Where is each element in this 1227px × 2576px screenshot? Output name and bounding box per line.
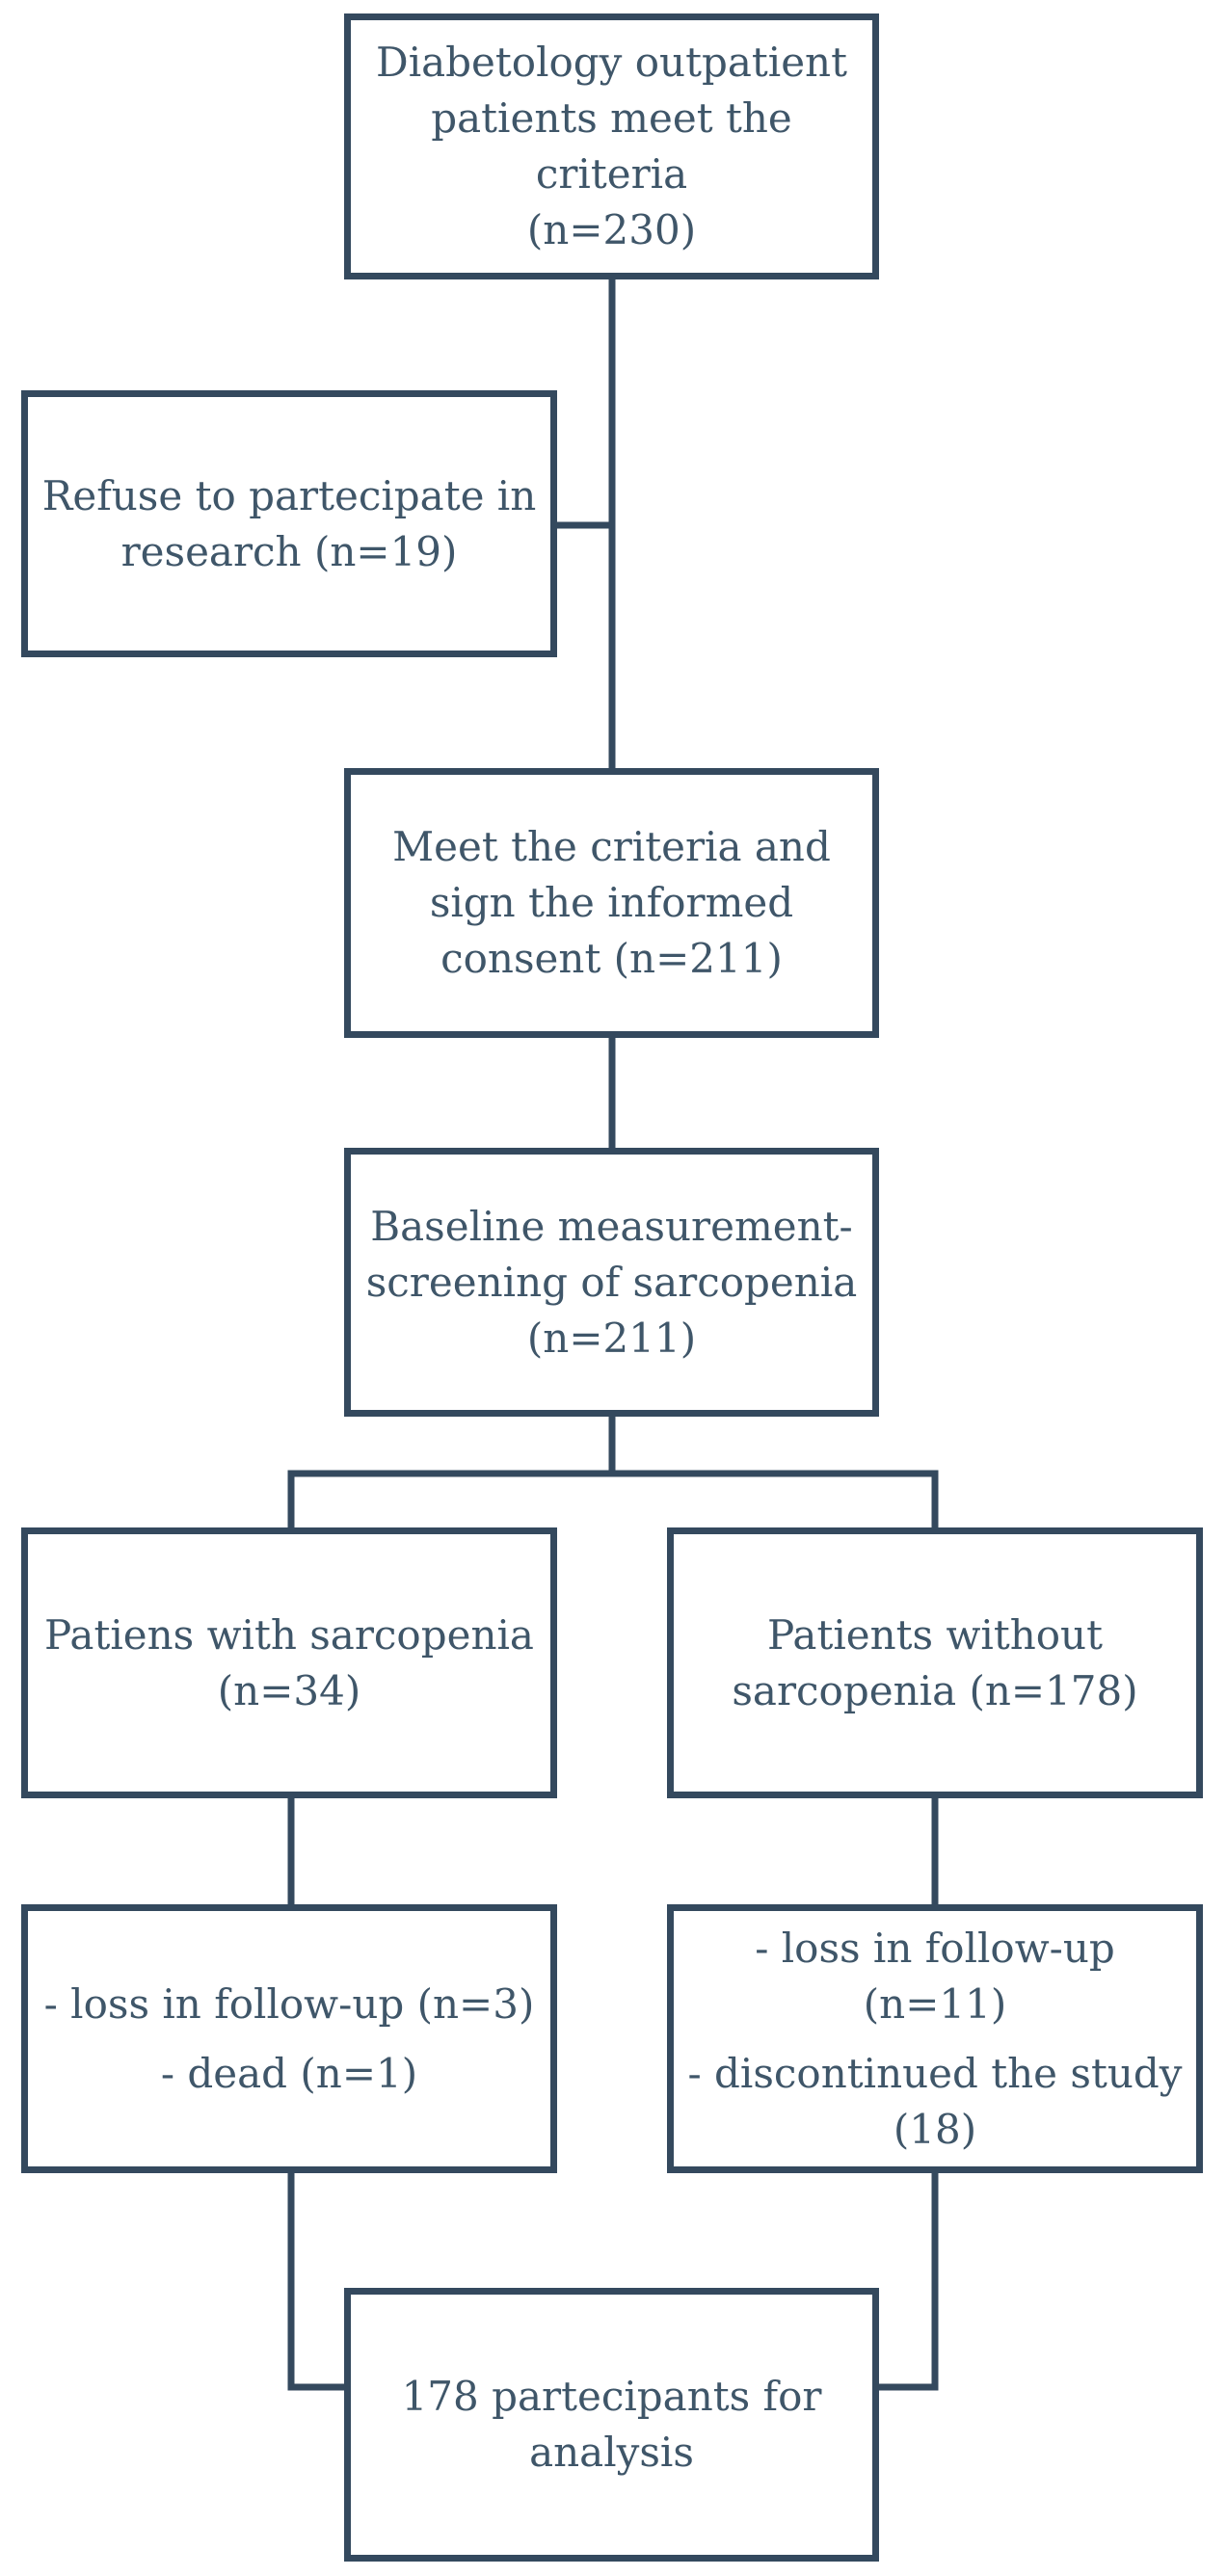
box-loss-right-line-4: (18) <box>893 2105 977 2153</box>
box-refuse-line-1: Refuse to partecipate in <box>41 471 537 519</box>
box-loss-left-line-1: - loss in follow-up (n=3) <box>43 1979 535 2028</box>
box-baseline-line-3: (n=211) <box>526 1314 697 1362</box>
box-loss-right-line-1: - loss in follow-up <box>755 1924 1115 1972</box>
box-consent: Meet the criteria and sign the informed … <box>344 768 879 1038</box>
box-loss-right: - loss in follow-up (n=11) - discontinue… <box>667 1904 1203 2173</box>
box-no-sarcopenia: Patients without sarcopenia (n=178) <box>667 1527 1203 1798</box>
box-loss-left-line-2: - dead (n=1) <box>160 2049 418 2097</box>
box-baseline-line-2: screening of sarcopenia <box>365 1258 858 1306</box>
box-start: Diabetology outpatient patients meet the… <box>344 13 879 279</box>
box-consent-line-1: Meet the criteria and <box>392 823 831 870</box>
box-analysis-line-1: 178 partecipants for <box>401 2373 822 2420</box>
box-start-line-1: Diabetology outpatient <box>376 39 847 86</box>
box-baseline: Baseline measurement- screening of sarco… <box>344 1148 879 1417</box>
box-consent-line-3: consent (n=211) <box>440 935 783 982</box>
box-loss-right-line-3: - discontinued the study <box>687 2049 1183 2097</box>
box-start-line-2: patients meet the criteria <box>431 94 792 198</box>
box-sarcopenia-line-2: (n=34) <box>217 1666 361 1714</box>
box-start-line-3: (n=230) <box>526 206 697 253</box>
box-sarcopenia: Patiens with sarcopenia (n=34) <box>21 1527 557 1798</box>
box-sarcopenia-line-1: Patiens with sarcopenia <box>44 1610 534 1659</box>
box-refuse: Refuse to partecipate in research (n=19) <box>21 390 557 657</box>
box-consent-line-2: sign the informed <box>429 879 794 926</box>
box-analysis-line-2: analysis <box>529 2429 694 2476</box>
box-loss-left: - loss in follow-up (n=3) - dead (n=1) <box>21 1904 557 2173</box>
box-baseline-line-1: Baseline measurement- <box>370 1202 853 1250</box>
box-loss-right-line-2: (n=11) <box>863 1979 1007 2028</box>
box-analysis: 178 partecipants for analysis <box>344 2288 879 2562</box>
box-no-sarcopenia-line-2: sarcopenia (n=178) <box>732 1666 1138 1714</box>
box-refuse-line-2: research (n=19) <box>120 527 458 575</box>
box-no-sarcopenia-line-1: Patients without <box>767 1610 1103 1659</box>
